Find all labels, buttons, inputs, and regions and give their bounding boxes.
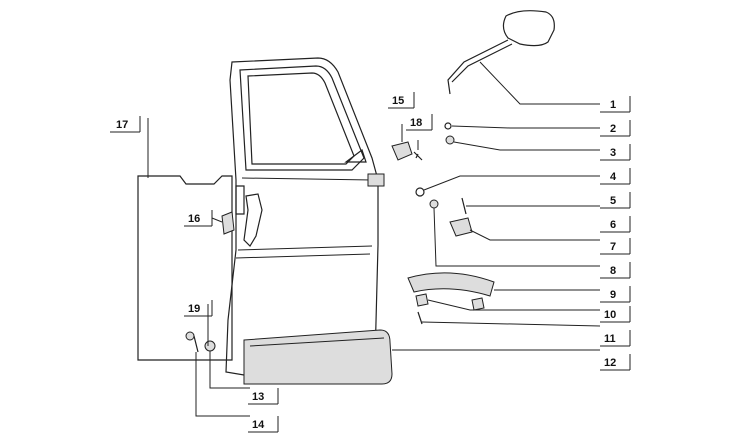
callout-number-13: 13 [252, 391, 264, 403]
door-panel-line-lower [235, 253, 371, 259]
callout-16: 16 [184, 210, 213, 227]
mirror-arm [447, 39, 509, 95]
part-11-screw [417, 311, 423, 325]
callout-number-5: 5 [610, 195, 616, 207]
callout-3: 3 [600, 144, 631, 161]
callout-number-18: 18 [410, 117, 422, 129]
door-assembly [225, 57, 385, 377]
mirror-arm-inner [451, 43, 513, 83]
callout-15: 15 [388, 92, 415, 109]
callout-number-15: 15 [392, 95, 404, 107]
mirror-head [502, 10, 555, 47]
callout-9: 9 [600, 286, 631, 303]
part-2-washer [444, 122, 452, 130]
window-frame [239, 65, 365, 171]
trim-strip-inner-line [249, 337, 385, 347]
callout-number-6: 6 [610, 219, 616, 231]
callout-number-9: 9 [610, 289, 616, 301]
door-hinge-block [367, 173, 385, 187]
callout-number-8: 8 [610, 265, 616, 277]
callout-number-17: 17 [116, 119, 128, 131]
callout-6: 6 [600, 216, 631, 233]
part-13-washer [204, 340, 216, 352]
part-19-fixing [185, 331, 195, 341]
callout-number-3: 3 [610, 147, 616, 159]
part-15-bracket [391, 141, 413, 161]
part-4-ring [415, 187, 425, 197]
part-16-handle-cup [221, 211, 235, 235]
callout-number-10: 10 [604, 309, 616, 321]
window-glass-edge [247, 72, 355, 165]
part-10-clip-b [471, 297, 485, 311]
callout-17: 17 [110, 116, 141, 133]
callout-number-7: 7 [610, 241, 616, 253]
part-18-screw [413, 151, 423, 161]
door-shell [225, 57, 379, 377]
callout-8: 8 [600, 262, 631, 279]
callout-5: 5 [600, 192, 631, 209]
callout-number-1: 1 [610, 99, 616, 111]
callout-10: 10 [600, 306, 631, 323]
mirror-mount-plate [344, 149, 367, 163]
part-1-mirror [447, 10, 555, 95]
door-lock-bracket [235, 185, 245, 215]
part-10-clip-a [415, 293, 429, 307]
callout-4: 4 [600, 168, 631, 185]
inner-handle [243, 193, 263, 247]
callout-number-14: 14 [252, 419, 265, 431]
callout-number-2: 2 [610, 123, 616, 135]
part-9-moulding [407, 272, 495, 297]
part-5-bolt [461, 197, 467, 215]
callout-18: 18 [406, 114, 433, 131]
door-panel-line-upper [237, 245, 373, 251]
callout-1: 1 [600, 96, 631, 113]
part-8-washer [429, 199, 439, 209]
callout-number-19: 19 [188, 303, 200, 315]
callout-19: 19 [184, 300, 213, 317]
callout-14: 14 [248, 416, 279, 433]
part-3-nut [445, 135, 455, 145]
leader-lines [147, 61, 601, 417]
callout-11: 11 [600, 330, 631, 347]
callout-number-16: 16 [188, 213, 200, 225]
callout-number-4: 4 [610, 171, 617, 183]
callout-number-12: 12 [604, 357, 616, 369]
callout-12: 12 [600, 354, 631, 371]
callout-13: 13 [248, 388, 279, 405]
callout-number-11: 11 [604, 333, 616, 345]
part-12-trim-strip [243, 329, 393, 385]
part-17-inner-panel [137, 175, 233, 361]
part-14-screw [193, 335, 199, 353]
callout-2: 2 [600, 120, 631, 137]
callout-7: 7 [600, 238, 631, 255]
door-belt-line [241, 177, 373, 181]
part-6-7-bracket [449, 217, 473, 237]
